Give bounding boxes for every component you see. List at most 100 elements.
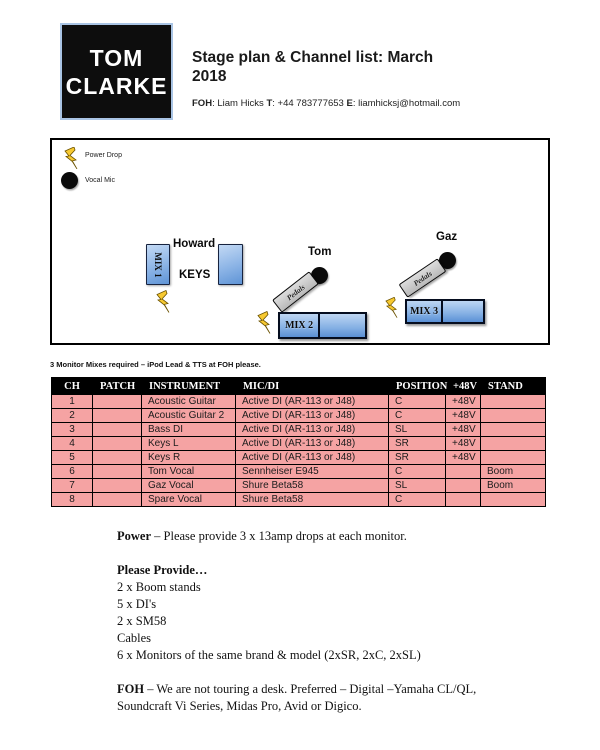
mix2-label: MIX 2 bbox=[285, 320, 314, 331]
power-drop-icon bbox=[257, 311, 271, 334]
pedals-label: Pedals bbox=[284, 282, 307, 302]
table-cell bbox=[92, 408, 142, 423]
foh-note-text: – We are not touring a desk. Preferred –… bbox=[117, 682, 477, 713]
table-cell: C bbox=[388, 408, 446, 423]
table-cell bbox=[480, 492, 546, 507]
foh-contact-line: FOH: Liam Hicks T: +44 783777653 E: liam… bbox=[192, 98, 460, 109]
table-cell: Boom bbox=[480, 478, 546, 493]
table-cell: Active DI (AR-113 or J48) bbox=[235, 450, 389, 465]
column-header: +48V bbox=[445, 377, 481, 395]
list-item: 2 x Boom stands bbox=[117, 580, 201, 594]
tom-pedal-board: Pedals bbox=[272, 271, 319, 313]
power-drop-icon bbox=[156, 290, 170, 313]
table-cell bbox=[480, 408, 546, 423]
monitor-mixes-note: 3 Monitor Mixes required – iPod Lead & T… bbox=[50, 360, 261, 369]
column-header: MIC/DI bbox=[235, 377, 389, 395]
foh-desk-note: FOH – We are not touring a desk. Preferr… bbox=[117, 681, 525, 715]
column-header: INSTRUMENT bbox=[141, 377, 236, 395]
table-cell: Boom bbox=[480, 464, 546, 479]
table-cell: +48V bbox=[445, 422, 481, 437]
table-cell: Acoustic Guitar 2 bbox=[141, 408, 236, 423]
table-cell bbox=[92, 436, 142, 451]
howard-name-label: Howard bbox=[173, 238, 216, 250]
table-cell: 6 bbox=[51, 464, 93, 479]
table-cell: SL bbox=[388, 478, 446, 493]
column-header: PATCH bbox=[92, 377, 142, 395]
legend-power-drop-label: Power Drop bbox=[85, 152, 122, 159]
mix2-monitor-box: MIX 2 bbox=[278, 312, 367, 339]
table-cell bbox=[92, 492, 142, 507]
table-cell bbox=[480, 422, 546, 437]
table-cell: Active DI (AR-113 or J48) bbox=[235, 408, 389, 423]
power-drop-icon bbox=[64, 147, 78, 169]
vocal-mic-icon bbox=[61, 172, 78, 189]
table-cell: Active DI (AR-113 or J48) bbox=[235, 436, 389, 451]
tom-name-label: Tom bbox=[308, 246, 332, 258]
table-cell: Bass DI bbox=[141, 422, 236, 437]
pedals-label: Pedals bbox=[411, 268, 434, 288]
mix3-monitor-box: MIX 3 bbox=[405, 299, 485, 324]
table-cell: 5 bbox=[51, 450, 93, 465]
list-item: 2 x SM58 bbox=[117, 614, 167, 628]
table-cell: 3 bbox=[51, 422, 93, 437]
table-cell bbox=[92, 450, 142, 465]
table-cell: Sennheiser E945 bbox=[235, 464, 389, 479]
gaz-name-label: Gaz bbox=[436, 231, 458, 243]
keys-label: KEYS bbox=[179, 269, 211, 281]
foh-label: FOH bbox=[192, 98, 213, 109]
list-item: 6 x Monitors of the same brand & model (… bbox=[117, 648, 421, 662]
foh-name: : Liam Hicks bbox=[212, 98, 267, 109]
table-cell: +48V bbox=[445, 394, 481, 409]
logo-line1: TOM bbox=[89, 44, 144, 71]
table-cell bbox=[92, 422, 142, 437]
table-cell: +48V bbox=[445, 408, 481, 423]
table-cell: SR bbox=[388, 450, 446, 465]
keys-rig-box bbox=[218, 244, 243, 285]
table-cell bbox=[445, 492, 481, 507]
mix1-monitor-box: MIX 1 bbox=[146, 244, 170, 285]
table-cell: 4 bbox=[51, 436, 93, 451]
table-cell: Active DI (AR-113 or J48) bbox=[235, 394, 389, 409]
table-cell: Tom Vocal bbox=[141, 464, 236, 479]
logo-line2: CLARKE bbox=[65, 72, 168, 99]
mix3-label: MIX 3 bbox=[410, 306, 439, 317]
table-cell: Gaz Vocal bbox=[141, 478, 236, 493]
table-cell: C bbox=[388, 464, 446, 479]
power-drop-icon bbox=[385, 297, 398, 318]
gaz-pedal-board: Pedals bbox=[398, 258, 447, 298]
email-label: E bbox=[346, 98, 353, 109]
power-note-lead: Power bbox=[117, 529, 152, 543]
table-cell bbox=[445, 464, 481, 479]
table-cell: Keys L bbox=[141, 436, 236, 451]
list-item: Cables bbox=[117, 631, 152, 645]
email-address: : liamhicksj@hotmail.com bbox=[352, 98, 461, 109]
table-cell bbox=[480, 394, 546, 409]
artist-logo: TOM CLARKE bbox=[60, 23, 173, 120]
mix1-label: MIX 1 bbox=[153, 251, 163, 278]
table-cell bbox=[480, 450, 546, 465]
column-header: CH bbox=[51, 377, 93, 395]
table-cell: SL bbox=[388, 422, 446, 437]
table-cell: SR bbox=[388, 436, 446, 451]
table-cell bbox=[445, 478, 481, 493]
table-cell: Shure Beta58 bbox=[235, 478, 389, 493]
table-cell: 2 bbox=[51, 408, 93, 423]
power-note-text: – Please provide 3 x 13amp drops at each… bbox=[151, 529, 407, 543]
column-header: STAND bbox=[480, 377, 546, 395]
table-cell: Keys R bbox=[141, 450, 236, 465]
stage-plan-diagram: Power Drop Vocal Mic MIX 1 Howard KEYS T… bbox=[50, 138, 550, 345]
table-cell: Shure Beta58 bbox=[235, 492, 389, 507]
please-provide-title: Please Provide… bbox=[117, 563, 208, 577]
table-cell bbox=[92, 464, 142, 479]
please-provide-heading: Please Provide… bbox=[117, 562, 537, 579]
table-cell: C bbox=[388, 394, 446, 409]
foh-note-lead: FOH bbox=[117, 682, 145, 696]
table-cell: +48V bbox=[445, 436, 481, 451]
